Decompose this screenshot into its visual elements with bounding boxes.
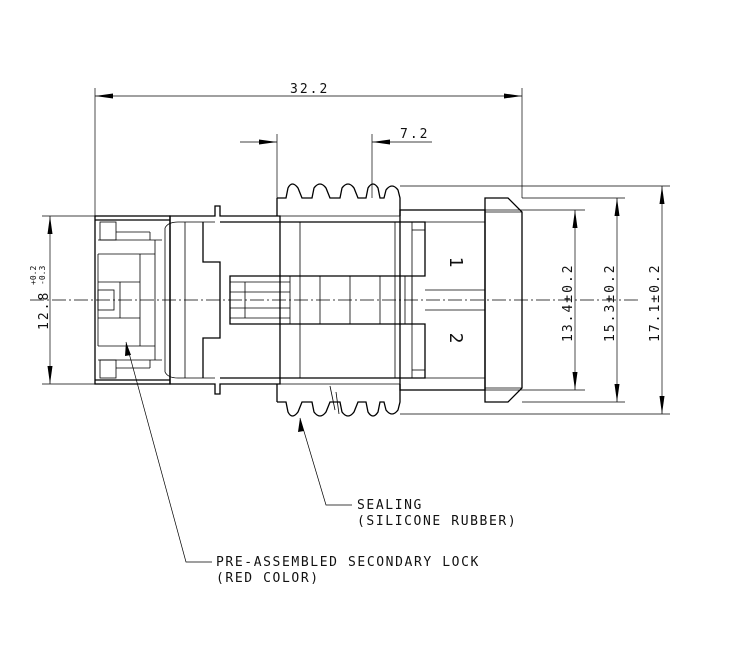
callout-sealing: SEALING (SILICONE RUBBER) [298, 417, 517, 529]
callout-secondary-lock: PRE-ASSEMBLED SECONDARY LOCK (RED COLOR) [125, 341, 480, 586]
dim-32-2-label: 32.2 [290, 82, 329, 97]
dimension-outer-height: 17.1±0.2 [400, 185, 670, 415]
dimension-left-height: 12.8 +0.2 -0.3 [29, 215, 95, 385]
dim-13-4-label: 13.4±0.2 [561, 263, 576, 342]
connector-rear-body [94, 215, 171, 385]
dimension-seal-pitch: 7.2 [240, 127, 432, 198]
dim-12-8-tol-lower: -0.3 [38, 266, 47, 285]
dim-7-2-label: 7.2 [400, 127, 429, 142]
secondary-lock-label: PRE-ASSEMBLED SECONDARY LOCK [216, 555, 480, 570]
pin-1-label: 1 [445, 257, 466, 268]
dim-12-8-label: 12.8 [37, 291, 52, 330]
dim-15-3-label: 15.3±0.2 [603, 263, 618, 342]
dim-17-1-label: 17.1±0.2 [648, 263, 663, 342]
dim-12-8-tol-upper: +0.2 [29, 266, 38, 285]
dimension-mid-height: 15.3±0.2 [522, 197, 625, 403]
connector-front-face [399, 197, 523, 403]
sealing-label: SEALING [357, 498, 423, 513]
pin-2-label: 2 [445, 333, 466, 344]
dimension-overall-length: 32.2 [94, 82, 523, 216]
sealing-material-label: (SILICONE RUBBER) [357, 514, 517, 529]
silicone-seal [276, 183, 401, 417]
secondary-lock-color-label: (RED COLOR) [216, 571, 320, 586]
dimension-inner-height: 13.4±0.2 [485, 209, 585, 391]
